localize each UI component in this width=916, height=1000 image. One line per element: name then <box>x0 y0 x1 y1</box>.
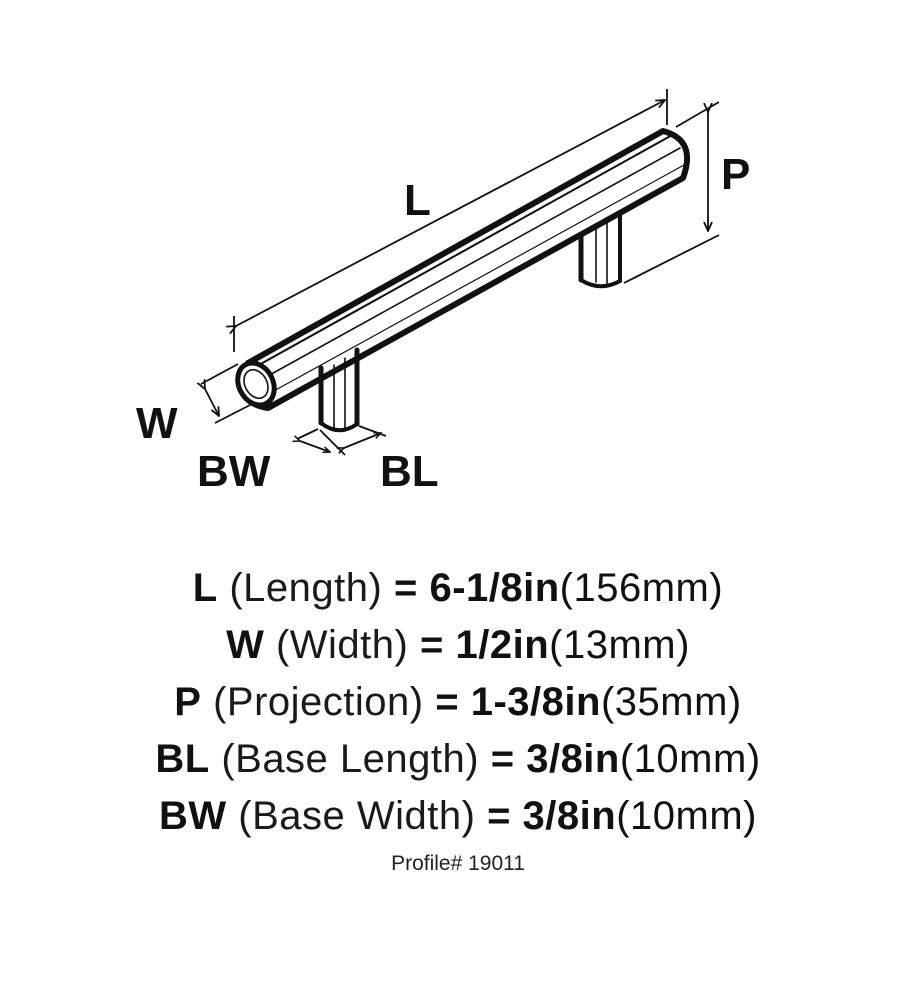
length-label: L <box>404 176 431 225</box>
projection-extension-top <box>675 101 720 128</box>
length-dimension-line <box>236 100 665 326</box>
base-extension-left <box>296 428 319 440</box>
dimension-lines <box>200 89 720 456</box>
spec-description: (Length) <box>229 566 383 610</box>
spec-imperial: 1/2in <box>455 623 550 667</box>
projection-label: P <box>721 150 750 199</box>
projection-extension-bottom <box>623 234 720 284</box>
spec-metric: (10mm) <box>619 737 761 781</box>
spec-metric: (35mm) <box>600 680 742 724</box>
spec-row-projection: P (Projection) = 1-3/8in(35mm) <box>0 674 916 731</box>
spec-code: W <box>226 623 265 667</box>
spec-row-base-width: BW (Base Width) = 3/8in(10mm) <box>0 788 916 845</box>
spec-imperial: 6-1/8in <box>429 566 560 610</box>
spec-code: P <box>174 680 202 724</box>
base-width-label: BW <box>197 447 271 496</box>
spec-imperial: 3/8in <box>526 737 620 781</box>
spec-equals: = <box>393 566 418 610</box>
spec-code: L <box>192 566 218 610</box>
base-extension-mid <box>319 429 346 456</box>
base-width-dimension-line <box>300 441 330 452</box>
width-extension-top <box>200 363 239 385</box>
spec-imperial: 3/8in <box>522 794 617 838</box>
spec-description: (Projection) <box>213 680 424 724</box>
left-post <box>318 347 360 433</box>
spec-metric: (10mm) <box>616 794 757 838</box>
spec-description: (Base Width) <box>238 794 476 838</box>
spec-metric: (156mm) <box>559 566 724 610</box>
spec-equals: = <box>435 680 460 724</box>
dimension-spec-list: L (Length) = 6-1/8in(156mm) W (Width) = … <box>0 560 916 845</box>
spec-row-base-length: BL (Base Length) = 3/8in(10mm) <box>0 731 916 788</box>
base-length-dimension-line <box>344 433 381 448</box>
spec-row-width: W (Width) = 1/2in(13mm) <box>0 617 916 674</box>
handle-dimension-diagram: L P W BW BL <box>136 89 750 496</box>
base-extension-right <box>358 425 387 437</box>
spec-imperial: 1-3/8in <box>470 680 601 724</box>
spec-row-length: L (Length) = 6-1/8in(156mm) <box>0 560 916 617</box>
spec-code: BL <box>155 737 210 781</box>
spec-equals: = <box>490 737 515 781</box>
spec-equals: = <box>419 623 444 667</box>
spec-description: (Base Length) <box>221 737 480 781</box>
width-extension-bottom <box>214 403 253 424</box>
bar-pull-handle <box>235 128 690 433</box>
width-label: W <box>136 399 178 448</box>
width-dimension-line <box>205 389 219 416</box>
spec-metric: (13mm) <box>549 623 690 667</box>
spec-equals: = <box>487 794 511 838</box>
base-length-label: BL <box>380 447 439 496</box>
spec-code: BW <box>159 794 227 838</box>
spec-description: (Width) <box>275 623 409 667</box>
profile-number: Profile# 19011 <box>391 852 525 875</box>
